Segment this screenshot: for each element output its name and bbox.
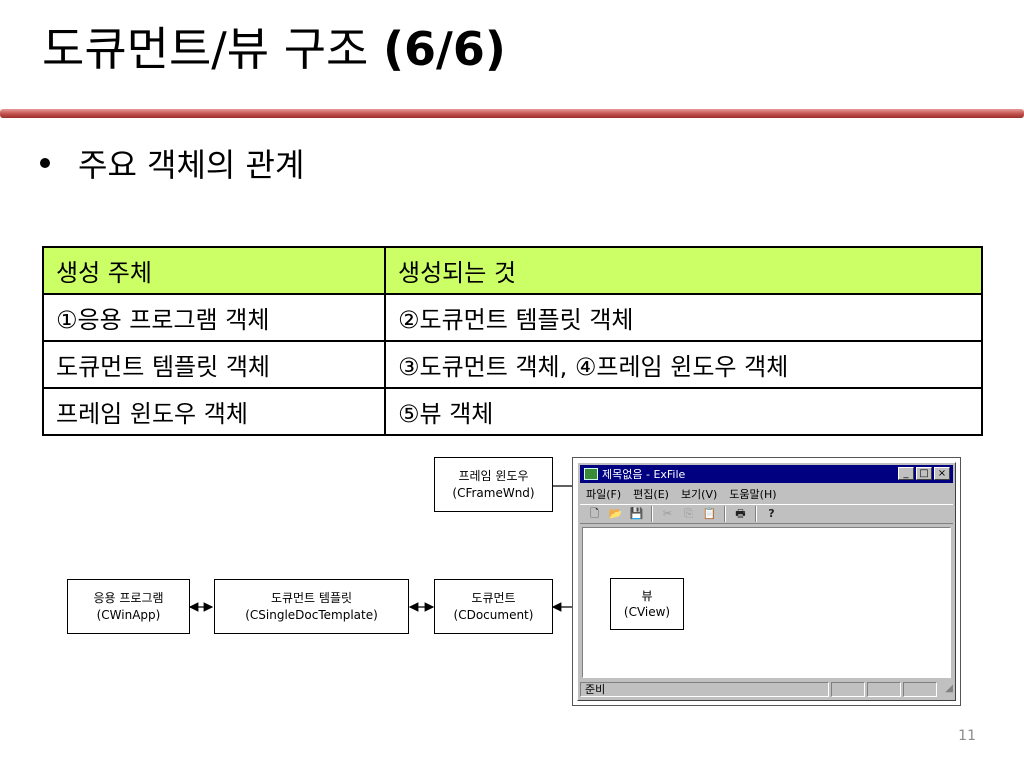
help-icon: ? (768, 507, 775, 520)
box-frame-window: 프레임 윈도우 (CFrameWnd) (434, 457, 553, 512)
table-cell: 프레임 윈도우 객체 (42, 387, 386, 436)
status-pane (831, 682, 865, 697)
toolbar-separator (755, 506, 757, 522)
copy-icon: ⎘ (684, 507, 693, 520)
box-frame-window-class: (CFrameWnd) (452, 485, 535, 500)
app-window-figure: 제목없음 - ExFile _ □ × 파일(F) 편집(E) 보기(V) 도움… (572, 457, 961, 706)
box-frame-window-name: 프레임 윈도우 (458, 469, 529, 484)
box-view-class: (CView) (623, 605, 671, 619)
status-pane (867, 682, 901, 697)
bullet-dot-icon (40, 158, 50, 168)
table-header-creator: 생성 주체 (42, 246, 386, 295)
toolbar-separator (724, 506, 726, 522)
status-text: 준비 (580, 682, 829, 697)
menu-help: 도움말(H) (729, 488, 777, 501)
app-statusbar: 준비 ◢ (580, 681, 953, 698)
toolbar-separator (651, 506, 653, 522)
app-icon (584, 468, 598, 480)
maximize-icon: □ (916, 467, 932, 480)
menu-edit: 편집(E) (633, 488, 669, 501)
app-window-title: 제목없음 - ExFile (602, 468, 686, 481)
menu-file: 파일(F) (586, 488, 622, 501)
print-icon: 🖶 (735, 507, 746, 520)
table-cell: 도큐먼트 템플릿 객체 (42, 340, 386, 389)
box-document: 도큐먼트 (CDocument) (434, 579, 553, 634)
new-file-icon: 🗋 (590, 507, 599, 520)
table-cell: ⑤뷰 객체 (384, 387, 983, 436)
app-window-titlebar: 제목없음 - ExFile _ □ × (580, 465, 953, 483)
app-menubar: 파일(F) 편집(E) 보기(V) 도움말(H) (580, 485, 953, 503)
minimize-icon: _ (898, 467, 914, 480)
box-doc-template-class: (CSingleDocTemplate) (245, 607, 378, 622)
slide-title-main: 도큐먼트/뷰 구조 (42, 22, 383, 76)
paste-icon: 📋 (702, 507, 717, 520)
table-row: 프레임 윈도우 객체 ⑤뷰 객체 (42, 387, 983, 436)
box-doc-template: 도큐먼트 템플릿 (CSingleDocTemplate) (214, 579, 409, 634)
table-cell: ②도큐먼트 템플릿 객체 (384, 293, 983, 342)
table-row: ①응용 프로그램 객체 ②도큐먼트 템플릿 객체 (42, 293, 983, 342)
save-icon: 💾 (629, 507, 644, 520)
box-view: 뷰 (CView) (610, 578, 684, 630)
box-document-class: (CDocument) (453, 607, 534, 622)
bullet-text: 주요 객체의 관계 (78, 146, 305, 184)
table-cell: ①응용 프로그램 객체 (42, 293, 386, 342)
slide-title-page: (6/6) (382, 22, 506, 76)
box-view-name: 뷰 (641, 588, 653, 603)
status-pane (903, 682, 937, 697)
box-app-class: (CWinApp) (96, 607, 161, 622)
table-header-row: 생성 주체 생성되는 것 (42, 246, 983, 295)
box-document-name: 도큐먼트 (471, 591, 516, 606)
page-number: 11 (958, 728, 976, 744)
table-row: 도큐먼트 템플릿 객체 ③도큐먼트 객체, ④프레임 윈도우 객체 (42, 340, 983, 389)
bullet-item: 주요 객체의 관계 (40, 140, 304, 186)
title-divider (0, 109, 1024, 118)
relationship-table: 생성 주체 생성되는 것 ①응용 프로그램 객체 ②도큐먼트 템플릿 객체 도큐… (42, 246, 983, 436)
slide-title: 도큐먼트/뷰 구조 (6/6) (42, 22, 506, 77)
box-app-name: 응용 프로그램 (93, 591, 164, 606)
resize-grip-icon: ◢ (945, 682, 953, 694)
close-icon: × (934, 467, 950, 480)
box-app: 응용 프로그램 (CWinApp) (67, 579, 190, 634)
open-folder-icon: 📂 (608, 507, 623, 520)
table-cell: ③도큐먼트 객체, ④프레임 윈도우 객체 (384, 340, 983, 389)
cut-icon: ✂ (662, 507, 673, 520)
menu-view: 보기(V) (680, 488, 718, 501)
table-header-created: 생성되는 것 (384, 246, 983, 295)
app-window-frame: 제목없음 - ExFile _ □ × 파일(F) 편집(E) 보기(V) 도움… (577, 462, 956, 701)
window-controls: _ □ × (898, 467, 950, 480)
app-toolbar: 🗋 📂 💾 ✂ ⎘ 📋 🖶 ? (580, 504, 953, 524)
box-doc-template-name: 도큐먼트 템플릿 (270, 591, 353, 606)
